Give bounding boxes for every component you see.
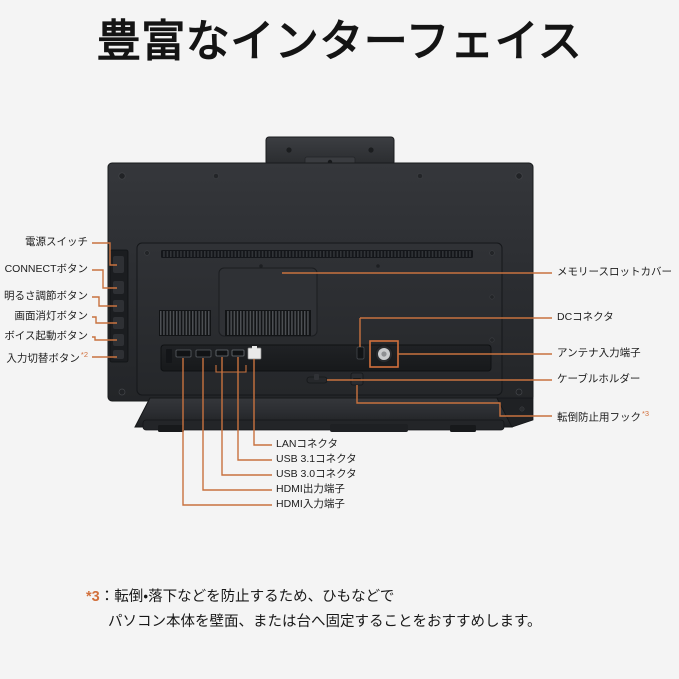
- webcam-module: [265, 136, 395, 168]
- label-anti-tip-hook: 転倒防止用フック*3: [557, 409, 650, 424]
- cable-holder-part: [306, 374, 328, 384]
- label-hdmi-in-text: HDMI入力端子: [276, 498, 345, 510]
- footnote-line-2: パソコン本体を壁面、または台へ固定することをおすすめします。: [108, 614, 542, 631]
- label-memory-slot-cover: メモリースロットカバー: [557, 266, 672, 279]
- label-cable-holder: ケーブルホルダー: [557, 373, 641, 386]
- dc-connector-port: [356, 346, 365, 360]
- label-voice-button: ボイス起動ボタン: [0, 330, 88, 343]
- label-screen-off-button: 画面消灯ボタン: [0, 310, 89, 323]
- footnote-line-1: 転倒・落下などを防止するため、ひもなどで: [114, 589, 395, 605]
- label-lan-connector-text: LANコネクタ: [276, 438, 339, 450]
- footnote-marker-2: *2: [80, 350, 88, 359]
- leader-lines-bottom: [182, 357, 272, 506]
- label-brightness-button-text: 明るさ調節ボタン: [4, 290, 88, 302]
- anti-tip-hook-part: [350, 372, 364, 386]
- label-dc-connector: DCコネクタ: [557, 311, 614, 324]
- label-screen-off-button-text: 画面消灯ボタン: [14, 310, 89, 322]
- label-hdmi-out-text: HDMI出力端子: [276, 483, 345, 495]
- footnote: *3：転倒・落下などを防止するため、ひもなどで パソコン本体を壁面、または台へ固…: [86, 585, 542, 636]
- label-usb30-connector: USB 3.0コネクタ: [276, 468, 357, 481]
- page-title: 豊富なインターフェイス: [96, 17, 583, 66]
- label-brightness-button: 明るさ調節ボタン: [0, 290, 88, 303]
- label-usb30-connector-text: USB 3.0コネクタ: [276, 468, 357, 480]
- port-strip: [160, 344, 492, 372]
- label-cable-holder-text: ケーブルホルダー: [557, 373, 641, 385]
- label-antenna-input: アンテナ入力端子: [557, 347, 641, 360]
- label-memory-slot-cover-text: メモリースロットカバー: [557, 266, 672, 278]
- label-voice-button-text: ボイス起動ボタン: [4, 330, 88, 342]
- device-back-panel: [107, 162, 534, 402]
- label-antenna-input-text: アンテナ入力端子: [557, 347, 641, 359]
- label-usb31-connector-text: USB 3.1コネクタ: [276, 453, 357, 465]
- footnote-separator: ：: [99, 589, 115, 605]
- label-hdmi-in: HDMI入力端子: [276, 498, 345, 511]
- leader-lines-left: [92, 242, 117, 358]
- device-stand: [134, 397, 534, 432]
- label-lan-connector: LANコネクタ: [276, 438, 339, 451]
- label-hdmi-out: HDMI出力端子: [276, 483, 345, 496]
- label-connect-button-text: CONNECTボタン: [4, 263, 88, 275]
- label-input-switch-button-text: 入力切替ボタン: [6, 352, 80, 365]
- label-power-switch-text: 電源スイッチ: [25, 236, 88, 248]
- label-power-switch: 電源スイッチ: [0, 236, 88, 249]
- footnote-marker-3: *3: [642, 409, 650, 418]
- label-dc-connector-text: DCコネクタ: [557, 311, 614, 323]
- label-usb31-connector: USB 3.1コネクタ: [276, 453, 357, 466]
- label-anti-tip-hook-text: 転倒防止用フック: [557, 411, 641, 424]
- label-connect-button: CONNECTボタン: [0, 263, 88, 276]
- leader-lines-right: [282, 272, 552, 417]
- label-input-switch-button: 入力切替ボタン*2: [0, 350, 88, 365]
- footnote-marker: *3: [86, 589, 100, 605]
